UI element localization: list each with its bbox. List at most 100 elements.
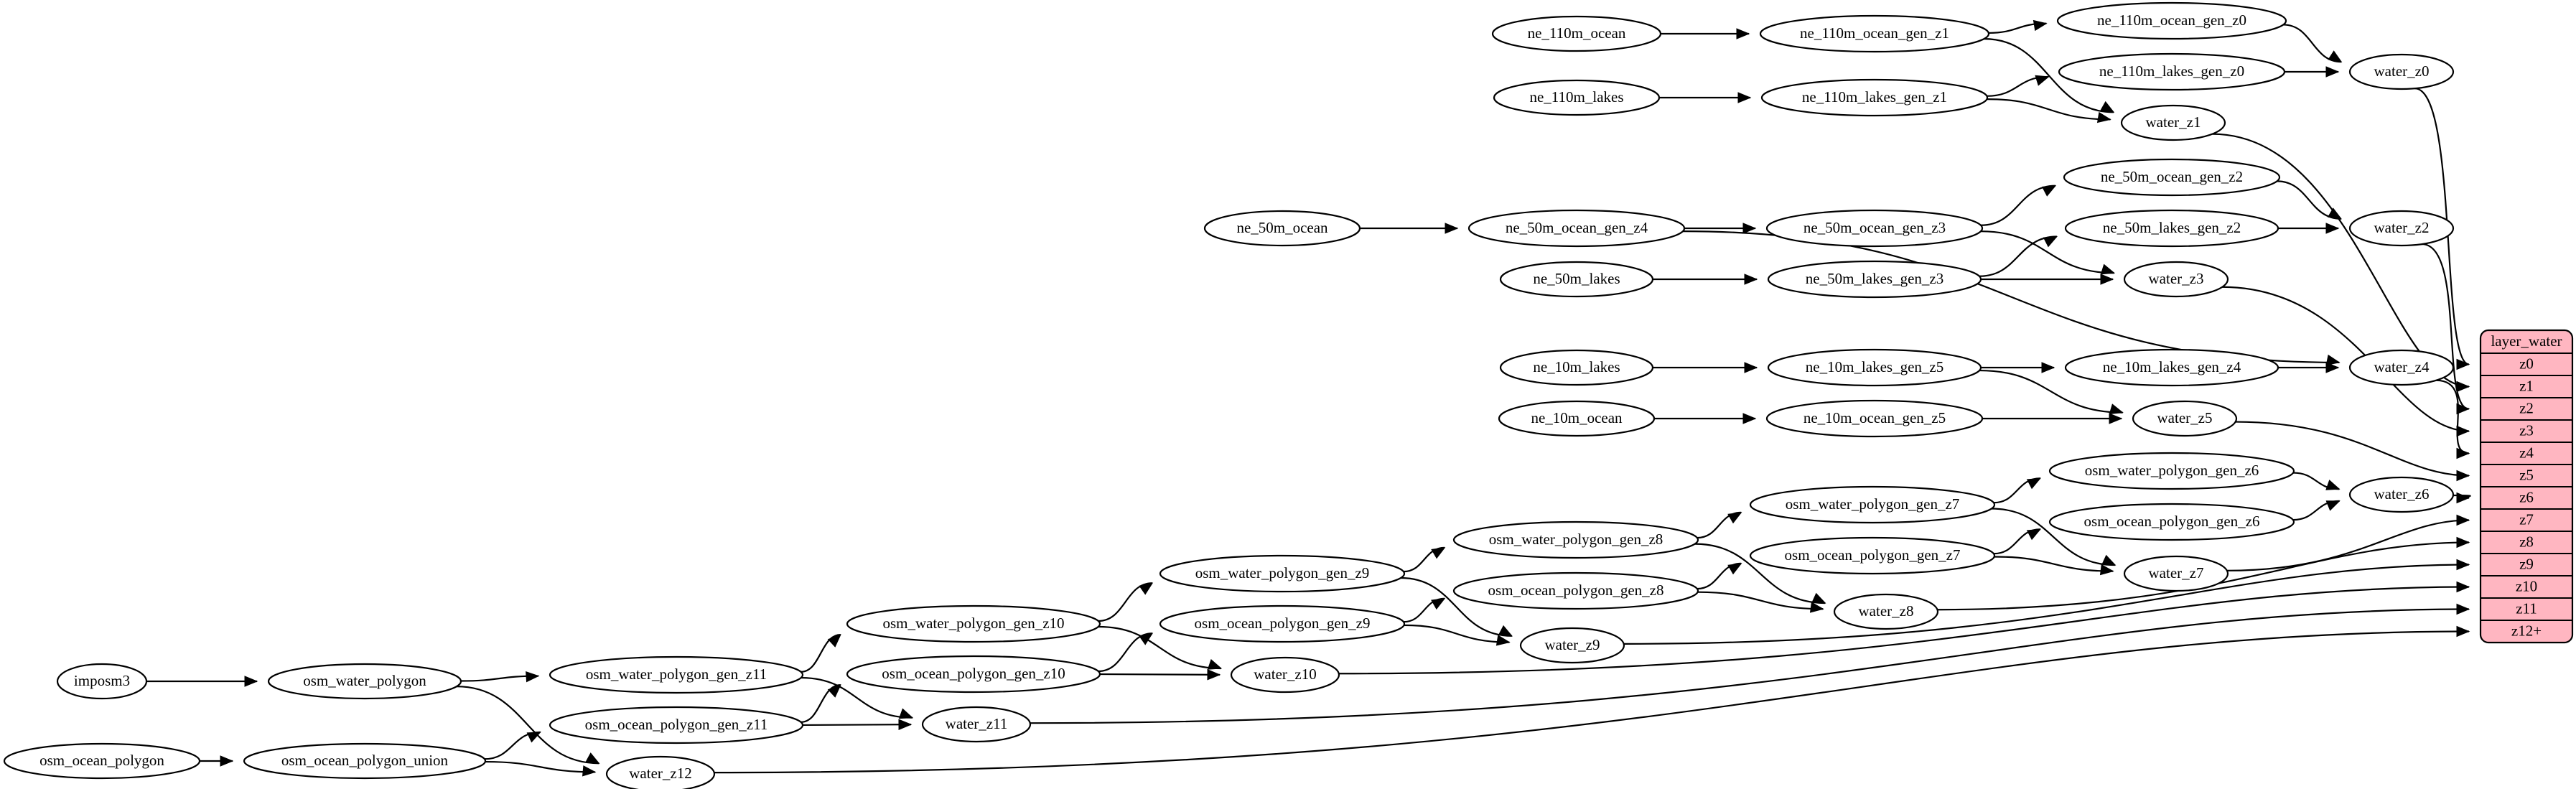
edge-arrowhead [1737,92,1752,103]
record-row-z3[interactable]: z3 [2519,421,2534,439]
graph-node-ne_50m_lakes_gen_z3[interactable]: ne_50m_lakes_gen_z3 [1767,260,1982,299]
graph-node-ne_110m_lakes_gen_z0[interactable]: ne_110m_lakes_gen_z0 [2058,52,2286,91]
graph-node-osm_ocean_polygon_gen_z10[interactable]: osm_ocean_polygon_gen_z10 [846,655,1101,694]
record-row-z5[interactable]: z5 [2519,466,2534,483]
node-label: water_z3 [2149,270,2204,287]
record-row-z4[interactable]: z4 [2519,444,2534,461]
graph-node-ne_50m_ocean_gen_z2[interactable]: ne_50m_ocean_gen_z2 [2063,158,2281,197]
graph-edge [1984,38,2114,113]
graph-node-osm_water_polygon_gen_z7[interactable]: osm_water_polygon_gen_z7 [1749,485,1996,524]
node-shape [605,755,716,789]
graph-node-osm_ocean_polygon_union[interactable]: osm_ocean_polygon_union [243,742,487,780]
graph-node-osm_water_polygon[interactable]: osm_water_polygon [267,663,462,700]
graph-node-water_z12[interactable]: water_z12 [605,755,716,789]
graph-node-ne_50m_lakes[interactable]: ne_50m_lakes [1499,261,1654,298]
node-shape [1765,399,1984,438]
node-shape [2348,53,2455,90]
node-shape [1159,604,1406,643]
edge-arrowhead [2033,19,2048,32]
record-row-z8[interactable]: z8 [2519,533,2534,550]
graph-node-water_z10[interactable]: water_z10 [1230,656,1340,694]
record-row-z2[interactable]: z2 [2519,399,2534,416]
edge-arrowhead [2109,413,2123,424]
graph-node-ne_110m_lakes_gen_z1[interactable]: ne_110m_lakes_gen_z1 [1760,78,1989,117]
graph-node-ne_10m_ocean_gen_z5[interactable]: ne_10m_ocean_gen_z5 [1765,399,1984,438]
node-label: water_z4 [2374,358,2430,375]
node-shape [1159,554,1406,593]
graph-node-ne_10m_ocean[interactable]: ne_10m_ocean [1498,400,1656,437]
graph-node-water_z9[interactable]: water_z9 [1519,627,1625,664]
record-row-z0[interactable]: z0 [2519,355,2534,372]
record-node-layer-water[interactable]: layer_waterz0z1z2z3z4z5z6z7z8z9z10z11z12… [2479,329,2574,644]
graph-node-water_z6[interactable]: water_z6 [2348,476,2455,513]
edge-arrowhead [2456,492,2470,504]
record-row-z7[interactable]: z7 [2519,510,2534,528]
graph-node-water_z3[interactable]: water_z3 [2123,261,2229,298]
graph-node-water_z7[interactable]: water_z7 [2123,555,2229,592]
graph-edge-to-layer [1937,541,2470,611]
record-row-z6[interactable]: z6 [2519,488,2534,505]
edge-arrowhead [1445,223,1459,234]
record-row-z1[interactable]: z1 [2519,377,2534,394]
edge-arrowhead [1742,413,1757,424]
node-label: osm_ocean_polygon_union [281,752,449,769]
edge-arrowhead [2456,358,2470,370]
graph-edge [801,684,841,723]
node-label: ne_50m_ocean_gen_z4 [1506,219,1648,236]
edge-arrowhead [1495,635,1511,646]
node-label: osm_ocean_polygon_gen_z10 [882,665,1065,682]
node-shape [1498,400,1656,437]
graph-node-osm_water_polygon_gen_z11[interactable]: osm_water_polygon_gen_z11 [549,655,804,694]
graph-node-water_z5[interactable]: water_z5 [2132,400,2238,437]
node-shape [1767,348,1982,387]
graph-edge [1098,625,1221,670]
graph-node-osm_ocean_polygon_gen_z9[interactable]: osm_ocean_polygon_gen_z9 [1159,604,1406,643]
graph-node-osm_ocean_polygon_gen_z6[interactable]: osm_ocean_polygon_gen_z6 [2048,503,2295,541]
node-shape [1749,485,1996,524]
graph-node-osm_ocean_polygon_gen_z11[interactable]: osm_ocean_polygon_gen_z11 [549,706,804,744]
graph-node-osm_water_polygon_gen_z8[interactable]: osm_water_polygon_gen_z8 [1452,520,1699,559]
edges-layer [146,19,2343,777]
node-label: ne_50m_ocean [1236,219,1328,236]
graph-node-osm_ocean_polygon[interactable]: osm_ocean_polygon [3,742,201,780]
graph-node-ne_110m_ocean[interactable]: ne_110m_ocean [1491,15,1662,52]
graph-node-osm_water_polygon_gen_z9[interactable]: osm_water_polygon_gen_z9 [1159,554,1406,593]
graph-node-ne_10m_lakes[interactable]: ne_10m_lakes [1499,349,1654,386]
graph-node-water_z8[interactable]: water_z8 [1833,593,1939,630]
graph-node-ne_50m_ocean_gen_z4[interactable]: ne_50m_ocean_gen_z4 [1467,209,1686,248]
graph-node-ne_50m_ocean[interactable]: ne_50m_ocean [1203,210,1361,247]
node-label: ne_50m_lakes [1533,270,1620,287]
graph-node-ne_110m_ocean_gen_z0[interactable]: ne_110m_ocean_gen_z0 [2056,1,2287,40]
graph-node-ne_50m_lakes_gen_z2[interactable]: ne_50m_lakes_gen_z2 [2064,209,2279,248]
record-row-z11[interactable]: z11 [2516,599,2537,617]
record-node-layer: layer_waterz0z1z2z3z4z5z6z7z8z9z10z11z12… [2479,329,2574,644]
graph-node-osm_water_polygon_gen_z6[interactable]: osm_water_polygon_gen_z6 [2048,452,2295,490]
node-label: water_z7 [2149,564,2204,582]
graph-node-water_z11[interactable]: water_z11 [921,706,1032,743]
graph-node-ne_110m_ocean_gen_z1[interactable]: ne_110m_ocean_gen_z1 [1759,14,1990,53]
graph-node-osm_ocean_polygon_gen_z7[interactable]: osm_ocean_polygon_gen_z7 [1749,536,1996,575]
node-label: ne_110m_ocean [1528,24,1626,42]
graph-node-water_z4[interactable]: water_z4 [2348,349,2455,386]
graph-node-osm_ocean_polygon_gen_z8[interactable]: osm_ocean_polygon_gen_z8 [1452,571,1699,610]
record-row-z10[interactable]: z10 [2516,577,2537,594]
node-shape [1749,536,1996,575]
graph-node-water_z2[interactable]: water_z2 [2348,210,2455,247]
graph-node-water_z0[interactable]: water_z0 [2348,53,2455,90]
edge-arrowhead [2456,536,2470,548]
node-shape [1491,15,1662,52]
record-row-z9[interactable]: z9 [2519,555,2534,572]
record-row-z12+[interactable]: z12+ [2511,622,2542,639]
edge-arrowhead [1207,659,1223,670]
graph-node-ne_10m_lakes_gen_z5[interactable]: ne_10m_lakes_gen_z5 [1767,348,1982,387]
graph-node-osm_water_polygon_gen_z10[interactable]: osm_water_polygon_gen_z10 [846,604,1101,643]
graph-node-ne_10m_lakes_gen_z4[interactable]: ne_10m_lakes_gen_z4 [2064,348,2279,387]
graph-node-imposm3[interactable]: imposm3 [56,663,148,700]
graph-node-water_z1[interactable]: water_z1 [2120,104,2226,141]
edge-arrowhead [1736,28,1750,39]
graph-node-ne_110m_lakes[interactable]: ne_110m_lakes [1493,79,1661,116]
edge-arrowhead [526,732,541,743]
graph-node-ne_50m_ocean_gen_z3[interactable]: ne_50m_ocean_gen_z3 [1765,209,1984,248]
node-label: osm_ocean_polygon_gen_z7 [1785,546,1961,564]
graph-edge-to-layer [2226,519,2470,571]
